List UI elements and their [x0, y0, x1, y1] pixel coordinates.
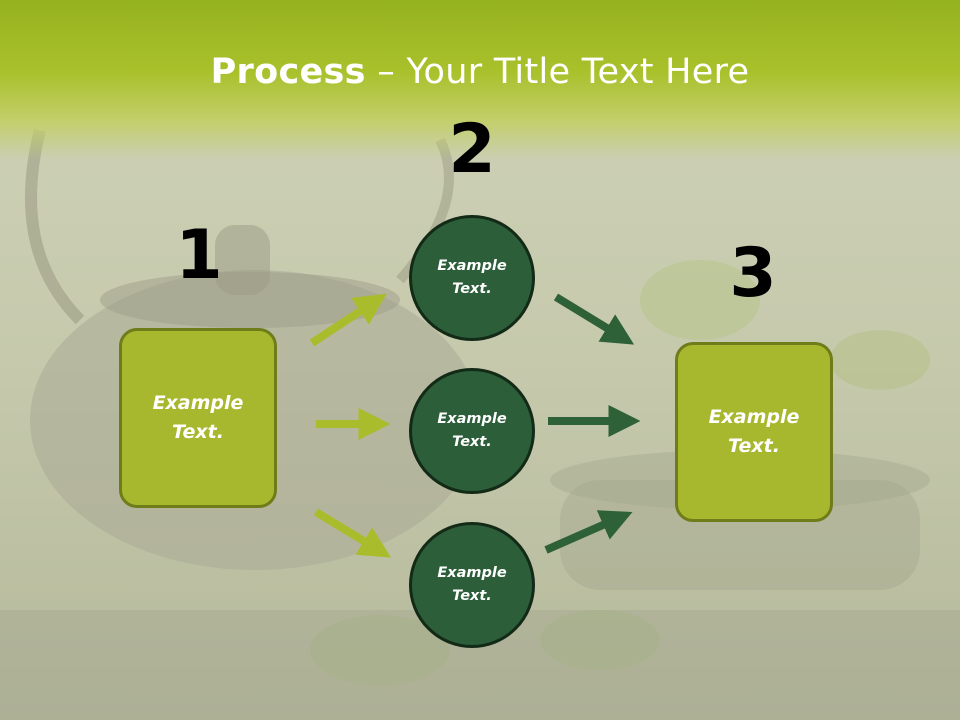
step-2-circle-middle[interactable]: Example Text.: [409, 368, 535, 494]
step-number-1: 1: [175, 216, 223, 295]
step-1-box[interactable]: Example Text.: [119, 328, 277, 508]
step-2-circle-bottom[interactable]: Example Text.: [409, 522, 535, 648]
title-separator: –: [365, 52, 407, 92]
title-rest: Your Title Text Here: [406, 52, 750, 92]
slide-title: Process – Your Title Text Here: [0, 52, 960, 92]
step-3-box[interactable]: Example Text.: [675, 342, 833, 522]
step-2-circle-top[interactable]: Example Text.: [409, 215, 535, 341]
title-band: [0, 0, 960, 160]
step-number-3: 3: [729, 234, 777, 313]
step-number-2: 2: [448, 110, 496, 189]
title-bold: Process: [210, 52, 366, 92]
